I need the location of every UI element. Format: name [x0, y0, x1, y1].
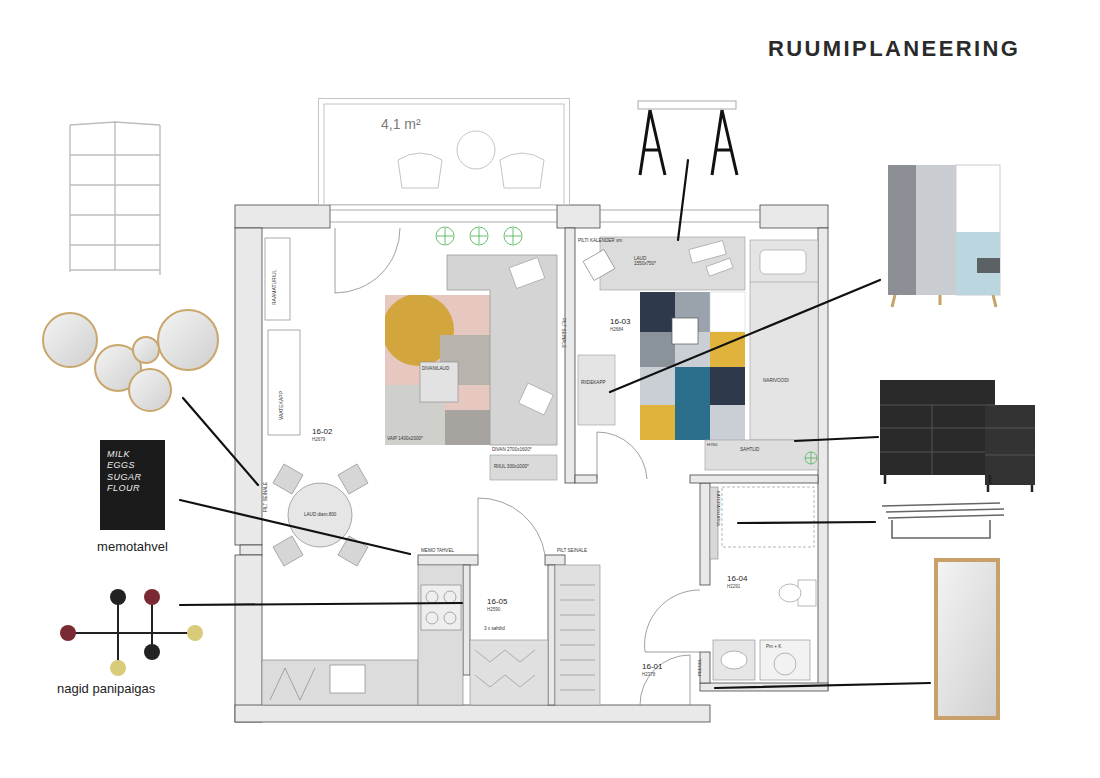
storage [470, 565, 600, 705]
chest-of-drawers-image [880, 380, 1035, 492]
plan-annotation: SAHTLID [740, 447, 759, 452]
living-room-furniture [265, 227, 557, 566]
room-area: 16-03H2684 [575, 228, 818, 475]
plan-annotation: RAAMATURIUL [272, 270, 278, 305]
plan-annotation: RIIUL 300x1000* [494, 464, 529, 469]
node-sublabel: H2684 [610, 327, 623, 332]
plan-annotation: LAUD diam.800 [304, 512, 336, 517]
node-label: 16-05 [487, 597, 507, 606]
balcony-area: 4,1 m² [318, 98, 570, 205]
room-area: 16-02H2679 [262, 228, 565, 555]
plan-annotation: PILTI KALENDER vm [578, 238, 622, 243]
page-title: RUUMIPLANEERING [768, 36, 1020, 61]
room-area: 16-04H2291 [710, 483, 818, 683]
walls [235, 205, 828, 722]
memo-board: MILK EGGS SUGAR FLOURmemotahvel [100, 440, 165, 530]
node-label: 4,1 m² [381, 116, 421, 132]
towel-rack-image [882, 503, 1004, 538]
balcony-drawing [324, 104, 564, 205]
caption-text: memotahvel [97, 540, 168, 555]
bathroom-fixtures [710, 487, 816, 680]
plan-annotation: LAUD 1550x750* [634, 256, 660, 267]
plan-annotation: NARIVOODI [763, 378, 789, 383]
coat-hooks-image [60, 589, 203, 676]
node-sublabel: H2679 [312, 437, 325, 442]
bedroom-furniture [578, 237, 818, 470]
windows [330, 210, 760, 222]
plan-annotation: Pm + K [766, 644, 781, 649]
kitchen [262, 565, 463, 705]
node-sublabel: H2378 [642, 672, 655, 677]
plan-annotation: H760 [707, 442, 718, 447]
image-caption: nagid panipaigas [57, 682, 155, 697]
plan-annotation: VAATEKAPP [279, 391, 285, 420]
plan-annotation: PEEGEL [697, 658, 702, 676]
plan-annotation: VAIP 1400x2000* [387, 436, 423, 441]
plan-annotation: RIIDEKAPP [581, 380, 606, 385]
plan-annotation: DIVAN 2700x1600* [492, 447, 532, 452]
node-label: 16-02 [312, 427, 332, 436]
round-mirrors-image [43, 310, 218, 411]
node-label: MILK EGGS SUGAR FLOUR [107, 449, 151, 494]
plan-annotation: PILT SEINALE [561, 318, 566, 348]
node-sublabel: H2590 [487, 607, 500, 612]
wardrobe-image [888, 165, 1000, 307]
plan-annotation: PILT SEINALE [263, 482, 268, 512]
room-area: 16-01H2378 [600, 483, 700, 705]
plan-annotation: KÄTERÄTIKURIUL [715, 491, 720, 527]
door-swings [335, 228, 700, 705]
shelving-unit-image [70, 122, 160, 275]
node-sublabel: H2291 [727, 584, 740, 589]
node-label: 16-03 [610, 317, 630, 326]
plan-annotation: DIVANILAUD [422, 366, 449, 371]
node-label: 16-01 [642, 662, 662, 671]
leader-lines [180, 160, 930, 688]
plan-annotation: MEMO TAHVEL [421, 548, 454, 553]
node-label: 16-04 [727, 574, 747, 583]
plan-annotation: PILT SEINALE [557, 548, 587, 553]
room-area: 16-05H2590 [470, 565, 548, 640]
floor-mirror-image [936, 560, 998, 718]
plan-annotation: 3 x sahtlid [484, 626, 505, 631]
